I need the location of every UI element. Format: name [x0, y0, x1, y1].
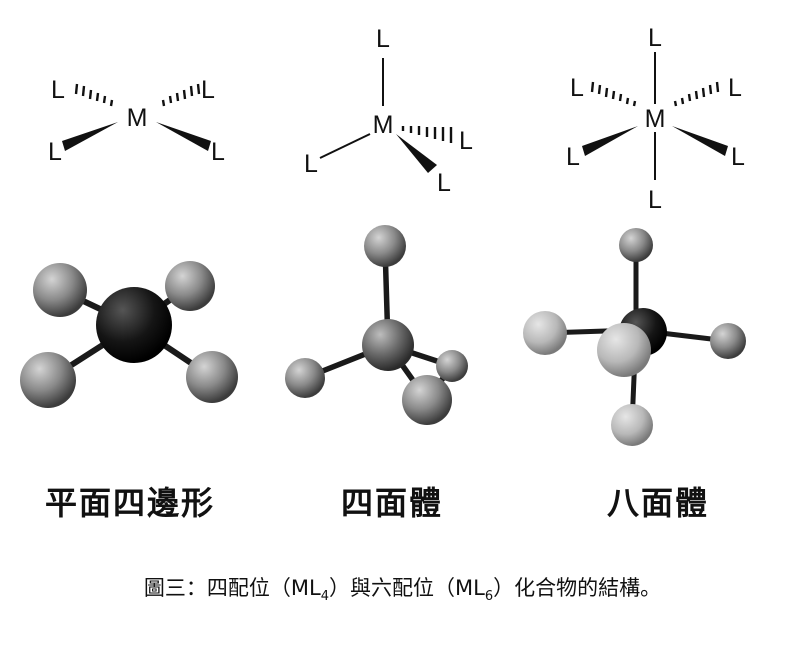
ligand-label: L	[566, 143, 580, 171]
metal-label: M	[645, 105, 666, 133]
metal-sphere	[362, 319, 414, 371]
ligand-sphere	[285, 358, 325, 398]
ligand-label: L	[376, 25, 390, 53]
square-planar-name: 平面四邊形	[44, 484, 215, 522]
ligand-label: L	[211, 138, 225, 166]
caption-prefix: 圖三：四配位（ML	[143, 576, 321, 600]
wedge-bond-lower-right	[672, 126, 728, 156]
ligand-label: L	[648, 186, 662, 214]
ligand-sphere	[33, 263, 87, 317]
tetrahedral-formula: M L L L L	[304, 25, 473, 197]
octahedral-formula: M L L L L L L	[566, 24, 745, 214]
wedge-bond-lower-right	[396, 134, 437, 173]
ligand-sphere	[523, 311, 567, 355]
hashed-bond-upper-left	[74, 83, 114, 107]
tetrahedral-model	[285, 225, 468, 425]
metal-label: M	[373, 111, 394, 139]
ligand-sphere	[186, 351, 238, 403]
tetrahedral-name: 四面體	[340, 484, 443, 522]
octahedral-model	[523, 228, 746, 446]
coordination-geometry-figure: M L L L L M L L L L	[20, 24, 746, 446]
wedge-bond-lower-left	[582, 126, 638, 156]
ligand-label: L	[648, 24, 662, 52]
ligand-sphere	[611, 404, 653, 446]
ligand-label: L	[570, 74, 584, 102]
caption-suffix: ）化合物的結構。	[493, 576, 662, 600]
ligand-label: L	[201, 76, 215, 104]
ligand-sphere	[710, 323, 746, 359]
caption-subscript-6: 6	[484, 589, 494, 605]
metal-label: M	[127, 104, 148, 132]
caption-subscript-4: 4	[320, 589, 329, 605]
square-planar-model	[20, 261, 238, 408]
ligand-label: L	[728, 74, 742, 102]
ligand-sphere	[597, 323, 651, 377]
ligand-label: L	[51, 76, 65, 104]
hashed-bond-upper-right	[673, 81, 720, 107]
square-planar-formula: M L L L L	[48, 76, 225, 166]
wedge-bond-lower-left	[62, 122, 118, 151]
ligand-label: L	[459, 127, 473, 155]
ligand-label: L	[48, 138, 62, 166]
ligand-label: L	[437, 169, 451, 197]
ligand-sphere	[619, 228, 653, 262]
ligand-sphere	[20, 352, 76, 408]
bond-lower-left	[319, 133, 371, 159]
ligand-sphere	[402, 375, 452, 425]
hashed-bond-upper-right	[161, 83, 201, 107]
hashed-bond-right	[401, 126, 453, 143]
ligand-label: L	[731, 143, 745, 171]
ligand-sphere	[165, 261, 215, 311]
ligand-label: L	[304, 150, 318, 178]
ligand-sphere	[436, 350, 468, 382]
figure-caption: 圖三：四配位（ML4）與六配位（ML6）化合物的結構。	[0, 572, 805, 604]
wedge-bond-lower-right	[156, 122, 211, 151]
metal-sphere	[96, 287, 172, 363]
ligand-sphere	[364, 225, 406, 267]
hashed-bond-upper-left	[590, 81, 637, 107]
caption-middle: ）與六配位（ML	[329, 576, 485, 600]
octahedral-name: 八面體	[606, 484, 709, 522]
